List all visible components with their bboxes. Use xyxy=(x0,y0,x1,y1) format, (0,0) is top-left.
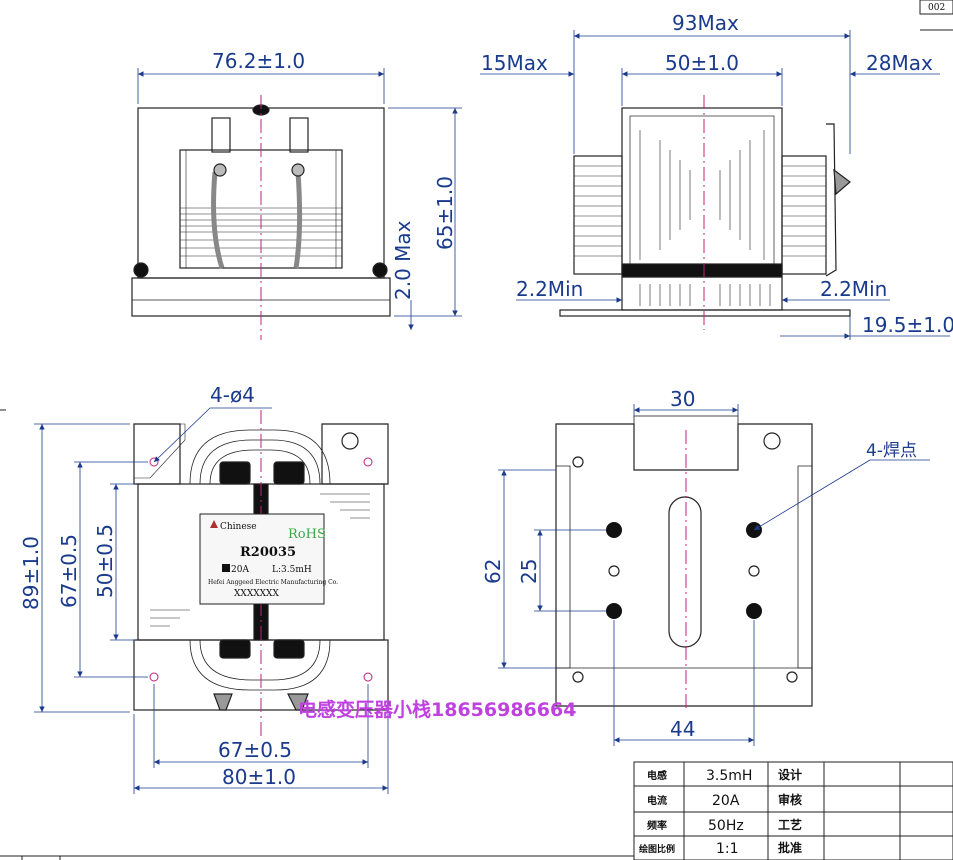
sheet-border xyxy=(0,409,634,860)
side-left-dim: 15Max xyxy=(481,51,548,75)
side-base-dim: 19.5±1.0 xyxy=(862,313,953,337)
top-mounting-holes xyxy=(149,457,373,682)
nameplate-serial: XXXXXXX xyxy=(234,589,279,599)
front-width-dim: 76.2±1.0 xyxy=(212,49,305,73)
title-role-design: 设计 xyxy=(778,767,802,782)
corner-tag: 002 xyxy=(928,3,945,13)
side-gap-right-dim: 2.2Min xyxy=(820,277,887,301)
bottom-pin-v-dim: 25 xyxy=(517,559,541,584)
side-core-dim: 50±1.0 xyxy=(665,51,739,75)
nameplate-company: Hefei Anggeed Electric Manufacturing Co. xyxy=(208,579,338,586)
title-value-frequency: 50Hz xyxy=(708,818,744,834)
title-value-inductance: 3.5mH xyxy=(706,768,752,784)
top-height-dim: 89±1.0 xyxy=(19,536,43,610)
title-block xyxy=(633,761,953,860)
title-key-current: 电流 xyxy=(647,794,667,807)
nameplate-inductance: L:3.5mH xyxy=(272,565,312,575)
top-hole-dim: 4-ø4 xyxy=(210,383,255,407)
bottom-pin-h-dim: 44 xyxy=(670,717,695,741)
side-view xyxy=(559,107,851,317)
title-role-review: 审核 xyxy=(778,792,802,807)
title-key-inductance: 电感 xyxy=(647,769,667,782)
title-role-process: 工艺 xyxy=(778,817,802,832)
nameplate: Chinese RoHS R20035 20A L:3.5mH Hefei An… xyxy=(199,513,338,605)
title-role-approve: 批准 xyxy=(778,840,802,855)
top-core-v-dim: 50±0.5 xyxy=(93,524,117,598)
title-row-2: 电流 20A 审核 xyxy=(647,792,802,809)
title-row-1: 电感 3.5mH 设计 xyxy=(647,767,802,784)
top-hole-v-dim: 67±0.5 xyxy=(57,534,81,608)
front-dimensions xyxy=(137,68,462,330)
solder-points xyxy=(606,522,762,619)
bottom-view xyxy=(555,415,813,707)
top-hole-h-dim: 67±0.5 xyxy=(218,738,292,762)
nameplate-brand: Chinese xyxy=(220,522,257,532)
front-base-dim: 2.0 Max xyxy=(391,220,415,300)
nameplate-current: 20A xyxy=(231,565,249,575)
side-right-dim: 28Max xyxy=(866,51,933,75)
title-key-scale: 绘图比例 xyxy=(639,843,675,855)
side-overall-dim: 93Max xyxy=(672,11,739,35)
top-width-dim: 80±1.0 xyxy=(222,765,296,789)
top-dimensions xyxy=(34,407,389,794)
bottom-dimensions xyxy=(498,404,930,746)
side-gap-left-dim: 2.2Min xyxy=(516,277,583,301)
corner-tag-box: 002 xyxy=(919,0,953,31)
nameplate-part-no: R20035 xyxy=(240,545,296,560)
title-value-current: 20A xyxy=(712,793,740,809)
title-row-3: 频率 50Hz 工艺 xyxy=(647,817,802,834)
bottom-height-dim: 62 xyxy=(481,559,505,584)
front-height-dim: 65±1.0 xyxy=(433,176,457,250)
nameplate-rohs: RoHS xyxy=(288,527,326,542)
title-key-frequency: 频率 xyxy=(647,819,667,832)
title-row-4: 绘图比例 1:1 批准 xyxy=(639,840,802,857)
bottom-solder-label: 4-焊点 xyxy=(866,441,917,461)
side-dimensions xyxy=(480,30,950,340)
watermark-text: 电感变压器小栈18656986664 xyxy=(298,698,576,721)
title-value-scale: 1:1 xyxy=(716,841,739,857)
bottom-top-dim: 30 xyxy=(670,387,695,411)
